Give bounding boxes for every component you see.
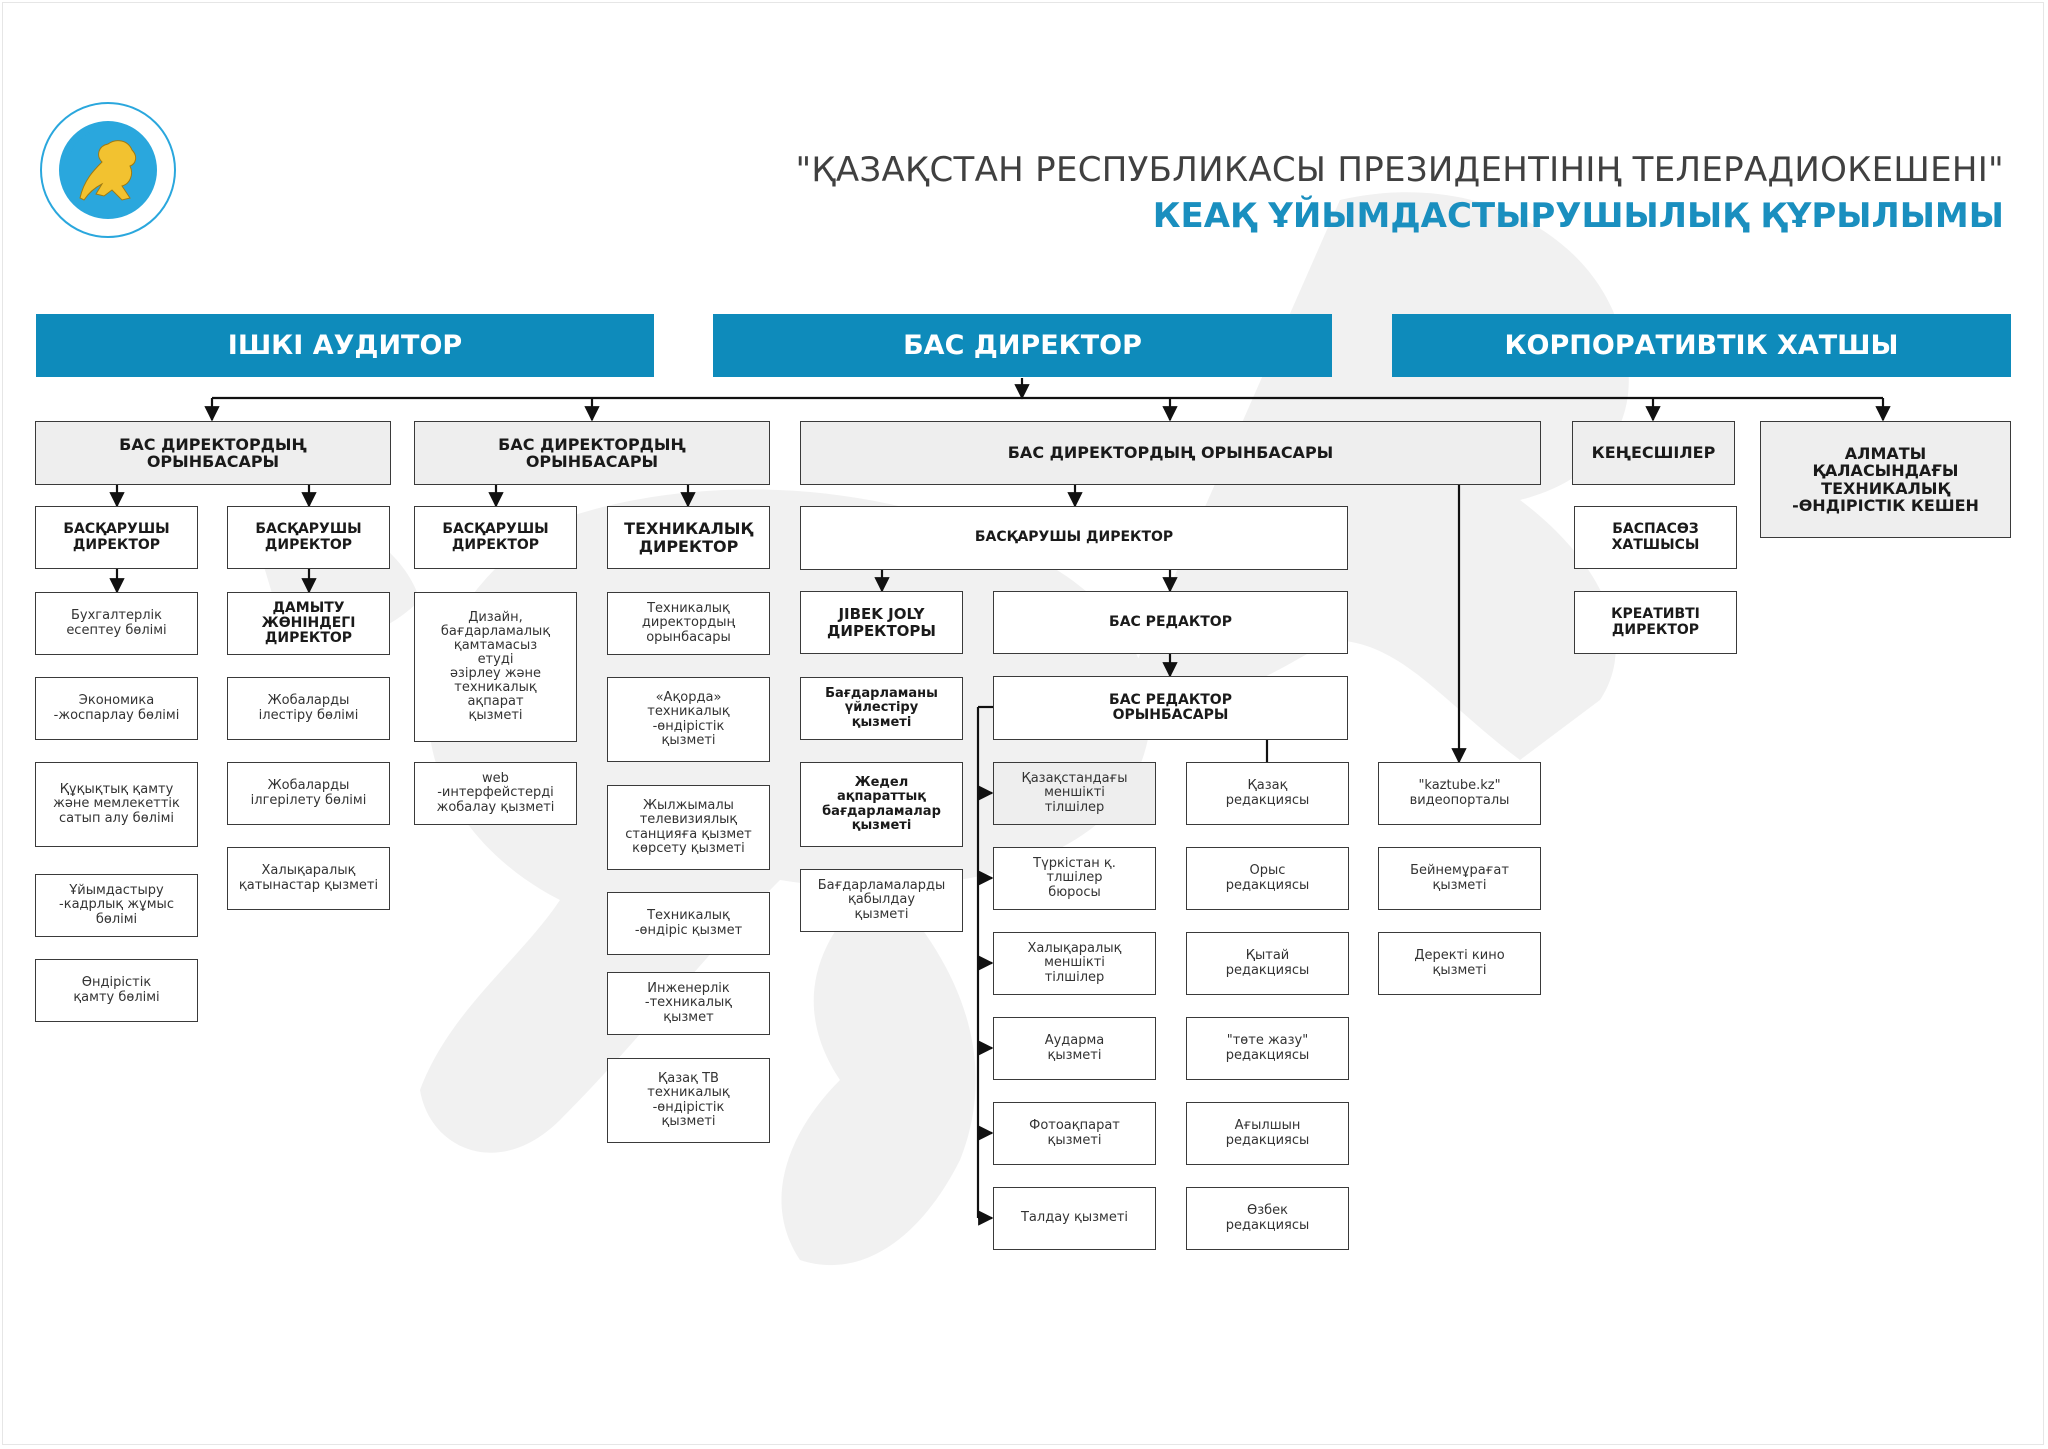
tote-zhazu-editorial-office: "төте жазу" редакциясы	[1186, 1017, 1349, 1080]
legal-procurement-department: Құқықтық қамту және мемлекеттік сатып ал…	[35, 762, 198, 847]
program-coordination-service: Бағдарламаны үйлестіру қызметі	[800, 677, 963, 740]
economics-planning-department: Экономика -жоспарлау бөлімі	[35, 677, 198, 740]
technical-production-service: Техникалық -өндіріс қызмет	[607, 892, 770, 955]
almaty-technical-complex: АЛМАТЫ ҚАЛАСЫНДАҒЫ ТЕХНИКАЛЫҚ -ӨНДІРІСТІ…	[1760, 421, 2011, 538]
engineering-technical-service: Инженерлік -техникалық қызмет	[607, 972, 770, 1035]
projects-support-department: Жобаларды ілестіру бөлімі	[227, 677, 390, 740]
program-acceptance-service: Бағдарламаларды қабылдау қызметі	[800, 869, 963, 932]
akorda-technical-service: «Ақорда» техникалық -өндірістік қызметі	[607, 677, 770, 762]
chief-editor: БАС РЕДАКТОР	[993, 591, 1348, 654]
video-archive-service: Бейнемұрағат қызметі	[1378, 847, 1541, 910]
header-corporate-secretary: КОРПОРАТИВТІК ХАТШЫ	[1392, 314, 2011, 377]
advisers: КЕҢЕСШІЛЕР	[1572, 421, 1735, 485]
mobile-tv-station-service: Жылжымалы телевизиялық станцияға қызмет …	[607, 785, 770, 870]
chart-title-line2: КЕАҚ ҰЙЫМДАСТЫРУШЫЛЫҚ ҚҰРЫЛЫМЫ	[1152, 196, 2004, 236]
managing-director-4: БАСҚАРУШЫ ДИРЕКТОР	[800, 506, 1348, 570]
creative-director: КРЕАТИВТІ ДИРЕКТОР	[1574, 591, 1737, 654]
chart-title-line1: "ҚАЗАҚСТАН РЕСПУБЛИКАСЫ ПРЕЗИДЕНТІНІҢ ТЕ…	[795, 150, 2004, 190]
kazakhstan-correspondents: Қазақстандағы меншікті тілшілер	[993, 762, 1156, 825]
international-correspondents: Халықаралық меншікті тілшілер	[993, 932, 1156, 995]
deputy-director-3: БАС ДИРЕКТОРДЫҢ ОРЫНБАСАРЫ	[800, 421, 1541, 485]
deputy-director-2: БАС ДИРЕКТОРДЫҢ ОРЫНБАСАРЫ	[414, 421, 770, 485]
kaztube-video-portal: "kaztube.kz" видеопорталы	[1378, 762, 1541, 825]
translation-service: Аударма қызметі	[993, 1017, 1156, 1080]
jibek-joly-director: JIBEK JOLY ДИРЕКТОРЫ	[800, 591, 963, 654]
web-interface-design-service: web -интерфейстерді жобалау қызметі	[414, 762, 577, 825]
accounting-department: Бухгалтерлік есептеу бөлімі	[35, 592, 198, 655]
kazakh-tv-technical-service: Қазақ ТВ техникалық -өндірістік қызметі	[607, 1058, 770, 1143]
international-relations-service: Халықаралық қатынастар қызметі	[227, 847, 390, 910]
hr-department: Ұйымдастыру -кадрлық жұмыс бөлімі	[35, 874, 198, 937]
header-internal-auditor: ІШКІ АУДИТОР	[36, 314, 654, 377]
company-logo	[40, 102, 176, 238]
technical-director: ТЕХНИКАЛЫҚ ДИРЕКТОР	[607, 506, 770, 569]
press-secretary: БАСПАСӨЗ ХАТШЫСЫ	[1574, 506, 1737, 569]
design-software-service: Дизайн, бағдарламалық қамтамасыз етуді ә…	[414, 592, 577, 742]
projects-promotion-department: Жобаларды ілгерілету бөлімі	[227, 762, 390, 825]
managing-director-3: БАСҚАРУШЫ ДИРЕКТОР	[414, 506, 577, 569]
development-director: ДАМЫТУ ЖӨНІНДЕГІ ДИРЕКТОР	[227, 592, 390, 655]
photo-information-service: Фотоақпарат қызметі	[993, 1102, 1156, 1165]
kazakh-editorial-office: Қазақ редакциясы	[1186, 762, 1349, 825]
header-general-director: БАС ДИРЕКТОР	[713, 314, 1332, 377]
russian-editorial-office: Орыс редакциясы	[1186, 847, 1349, 910]
news-programs-service: Жедел ақпараттық бағдарламалар қызметі	[800, 762, 963, 847]
uzbek-editorial-office: Өзбек редакциясы	[1186, 1187, 1349, 1250]
analysis-service: Талдау қызметі	[993, 1187, 1156, 1250]
documentary-film-service: Деректі кино қызметі	[1378, 932, 1541, 995]
english-editorial-office: Ағылшын редакциясы	[1186, 1102, 1349, 1165]
deputy-chief-editor: БАС РЕДАКТОР ОРЫНБАСАРЫ	[993, 676, 1348, 740]
production-support-department: Өндірістік қамту бөлімі	[35, 959, 198, 1022]
deputy-director-1: БАС ДИРЕКТОРДЫҢ ОРЫНБАСАРЫ	[35, 421, 391, 485]
turkestan-bureau: Түркістан қ. тлшілер бюросы	[993, 847, 1156, 910]
technical-deputy-director: Техникалық директордың орынбасары	[607, 592, 770, 655]
managing-director-2: БАСҚАРУШЫ ДИРЕКТОР	[227, 506, 390, 569]
chinese-editorial-office: Қытай редакциясы	[1186, 932, 1349, 995]
managing-director-1: БАСҚАРУШЫ ДИРЕКТОР	[35, 506, 198, 569]
